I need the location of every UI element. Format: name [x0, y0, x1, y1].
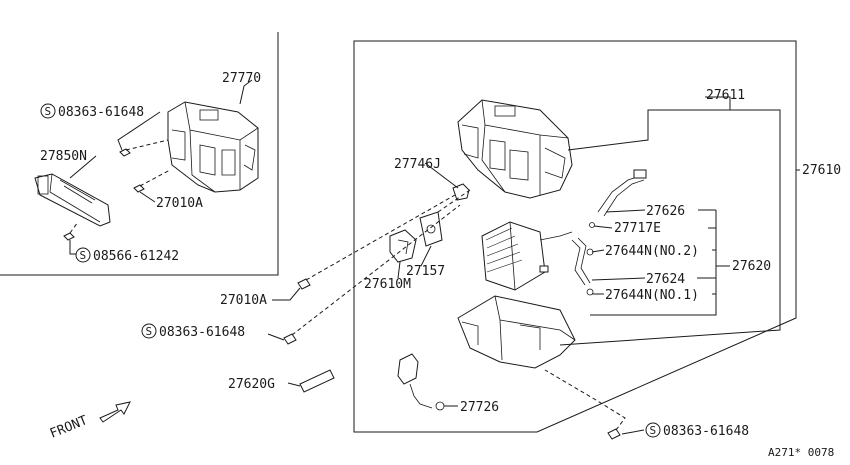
label-front: FRONT: [48, 413, 90, 442]
label-27620: 27620: [732, 259, 771, 274]
outer-screws: [283, 278, 621, 440]
blower-unit-inset: [167, 101, 259, 193]
screw-mark-icon: S: [645, 422, 661, 438]
pipe-assembly: [571, 169, 647, 296]
screw-mark-icon: S: [75, 247, 91, 263]
label-27611: 27611: [706, 88, 745, 103]
part-27610M: [389, 229, 417, 263]
label-27850N: 27850N: [40, 149, 87, 164]
label-08566-61242: 08566-61242: [93, 249, 179, 264]
label-27626: 27626: [646, 204, 685, 219]
label-27610M: 27610M: [364, 277, 411, 292]
inset-frame: [0, 32, 279, 276]
label-27610: 27610: [802, 163, 841, 178]
label-08363-61648-mid: 08363-61648: [159, 325, 245, 340]
evaporator-core: [481, 221, 573, 291]
svg-text:S: S: [146, 325, 153, 338]
svg-text:S: S: [45, 105, 52, 118]
dashed-connections: [291, 189, 626, 431]
svg-text:S: S: [650, 424, 657, 437]
unit-upper-case: [457, 99, 573, 199]
label-08363-61648-top: 08363-61648: [58, 105, 144, 120]
label-27624: 27624: [646, 272, 685, 287]
inset-screws: [63, 139, 171, 241]
drawing-code: A271* 0078: [768, 446, 834, 459]
label-27644N-no1: 27644N(NO.1): [605, 288, 699, 303]
label-27746J: 27746J: [394, 157, 441, 172]
duct-27850N: [34, 173, 111, 227]
label-27726: 27726: [460, 400, 499, 415]
label-27644N-no2: 27644N(NO.2): [605, 244, 699, 259]
label-27010A-inner: 27010A: [156, 196, 203, 211]
main-frame: [353, 40, 797, 433]
part-27157: [419, 211, 443, 247]
screw-mark-icon: S: [141, 323, 157, 339]
svg-text:S: S: [80, 249, 87, 262]
thermo-sensor-27726: [397, 353, 445, 411]
label-27717E: 27717E: [614, 221, 661, 236]
leader-lines: [69, 79, 800, 435]
label-27770: 27770: [222, 71, 261, 86]
screw-mark-icon: S: [40, 103, 56, 119]
label-08363-61648-bottom: 08363-61648: [663, 424, 749, 439]
label-27157: 27157: [406, 264, 445, 279]
unit-lower-case: [457, 295, 576, 369]
label-27010A-outer: 27010A: [220, 293, 267, 308]
front-arrow-icon: [99, 401, 131, 423]
bracket-27746J: [452, 183, 470, 201]
label-27620G: 27620G: [228, 377, 275, 392]
